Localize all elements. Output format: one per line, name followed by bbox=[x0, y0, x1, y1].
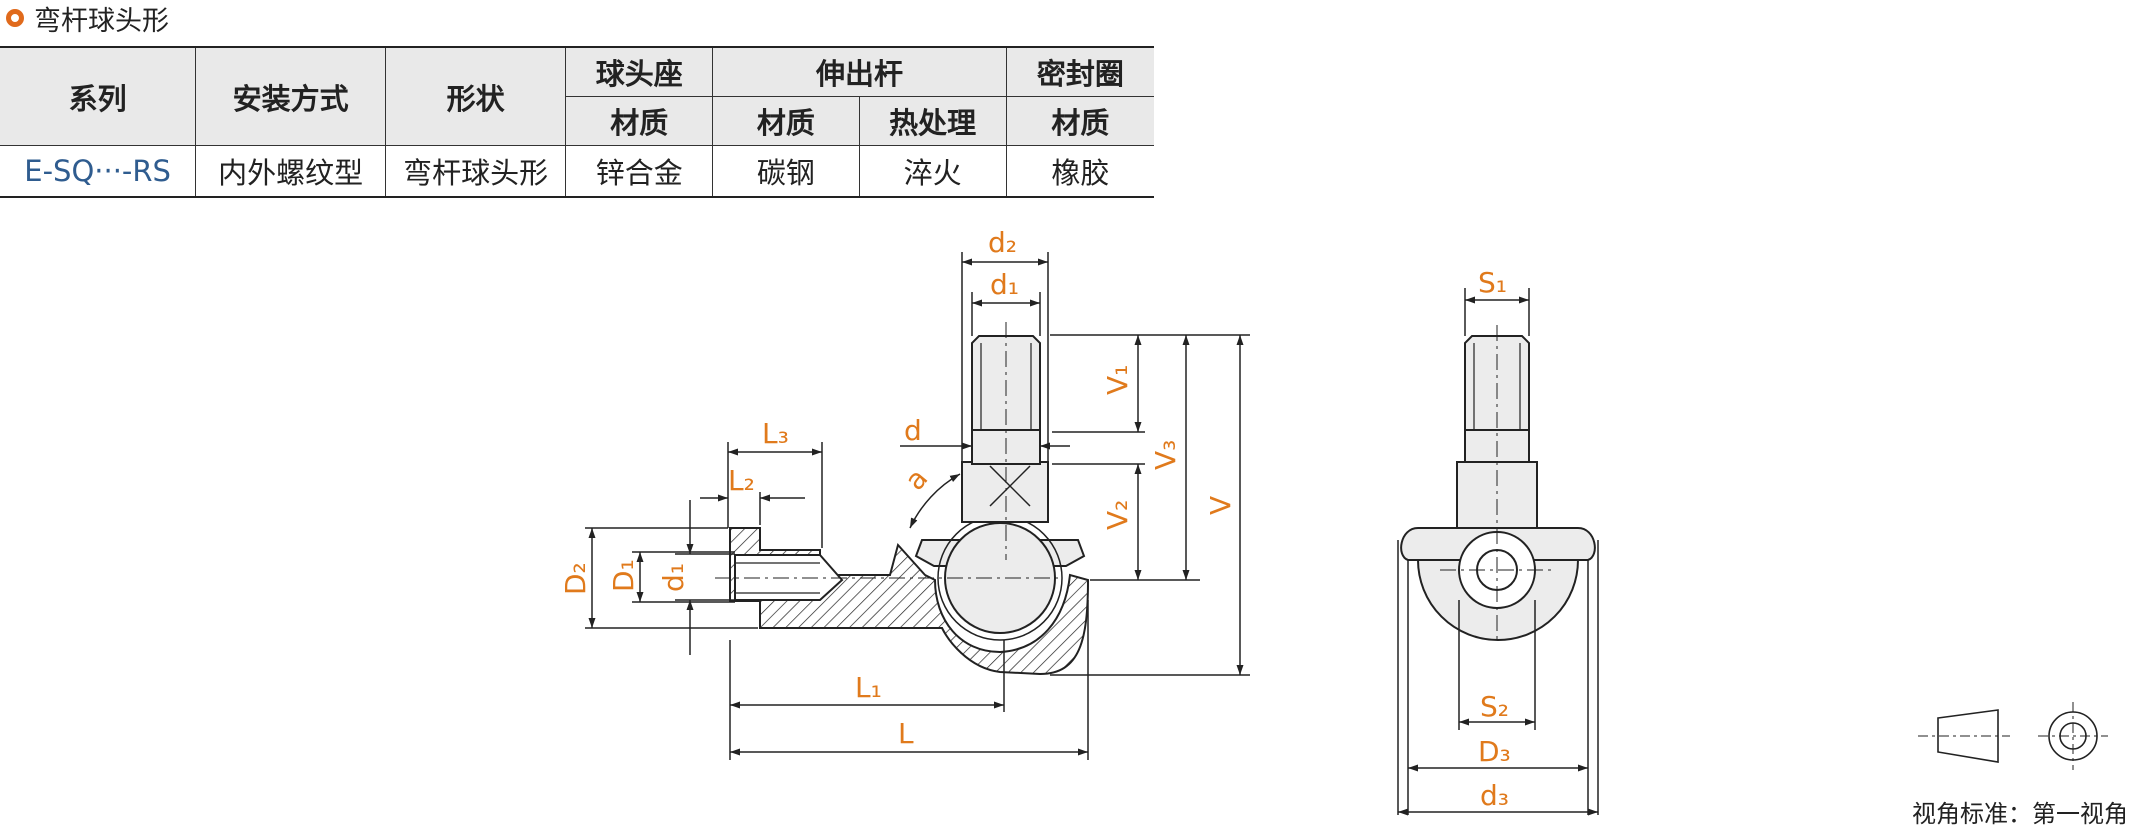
dim-L1: L₁ bbox=[855, 671, 882, 704]
front-view-dimensions bbox=[1397, 288, 1599, 816]
cell-seal-material: 橡胶 bbox=[1005, 145, 1154, 198]
cell-seat-material: 锌合金 bbox=[565, 145, 714, 198]
cell-rod-heat: 淬火 bbox=[858, 145, 1007, 198]
col-rod-heat: 热处理 bbox=[858, 96, 1007, 146]
section-header: 弯杆球头形 bbox=[0, 0, 169, 37]
col-seat-material: 材质 bbox=[565, 96, 714, 146]
projection-standard: 视角标准：第一视角 bbox=[1912, 800, 2128, 828]
col-shape: 形状 bbox=[385, 46, 567, 146]
dim-L: L bbox=[898, 717, 914, 750]
dim-d: d bbox=[904, 414, 922, 447]
dim-S2: S₂ bbox=[1480, 690, 1509, 723]
cell-rod-material: 碳钢 bbox=[712, 145, 860, 198]
col-series: 系列 bbox=[0, 46, 197, 146]
side-view-dimensions bbox=[585, 252, 1250, 760]
dimension-labels: d₂ d₁ V₁ V₃ V d L₃ L₂ a V₂ D₂ D₁ d₁ L₁ L… bbox=[559, 226, 1511, 812]
col-seal-material: 材质 bbox=[1005, 96, 1154, 146]
dim-L2: L₂ bbox=[728, 464, 755, 497]
table-subheader-row: 材质 材质 热处理 材质 bbox=[0, 96, 1154, 146]
spec-table: 系列 安装方式 形状 球头座 伸出杆 密封圈 材质 材质 热处理 材质 E-SQ… bbox=[0, 46, 1154, 198]
dim-d3: d₃ bbox=[1480, 779, 1509, 812]
dim-V: V bbox=[1204, 496, 1237, 515]
ring-icon bbox=[6, 9, 24, 27]
dim-D2: D₂ bbox=[559, 562, 592, 595]
cell-series: E-SQ···-RS bbox=[0, 145, 197, 198]
cell-shape: 弯杆球头形 bbox=[385, 145, 567, 198]
dim-d1-top: d₁ bbox=[990, 268, 1019, 301]
dim-L3: L₃ bbox=[762, 417, 789, 450]
dim-V3: V₃ bbox=[1149, 440, 1182, 470]
dim-a: a bbox=[898, 462, 934, 496]
side-view bbox=[715, 322, 1090, 676]
cell-mount: 内外螺纹型 bbox=[195, 145, 387, 198]
col-mount: 安装方式 bbox=[195, 46, 387, 146]
table-header-row: 系列 安装方式 形状 球头座 伸出杆 密封圈 bbox=[0, 46, 1154, 146]
dim-d1-left: d₁ bbox=[657, 563, 690, 592]
dim-S1: S₁ bbox=[1478, 266, 1507, 299]
section-title: 弯杆球头形 bbox=[34, 5, 169, 37]
col-rod-material: 材质 bbox=[712, 96, 860, 146]
dim-V2: V₂ bbox=[1101, 500, 1134, 530]
dim-D1: D₁ bbox=[607, 559, 640, 592]
dim-D3: D₃ bbox=[1478, 735, 1511, 768]
table-row: E-SQ···-RS 内外螺纹型 弯杆球头形 锌合金 碳钢 淬火 橡胶 bbox=[0, 145, 1154, 198]
front-view bbox=[1400, 325, 1596, 641]
first-angle-projection-icon bbox=[1918, 702, 2108, 770]
dim-d2: d₂ bbox=[988, 226, 1017, 259]
col-rod: 伸出杆 bbox=[712, 46, 1007, 97]
dim-V1: V₁ bbox=[1101, 365, 1134, 395]
col-seal: 密封圈 bbox=[1005, 46, 1154, 97]
